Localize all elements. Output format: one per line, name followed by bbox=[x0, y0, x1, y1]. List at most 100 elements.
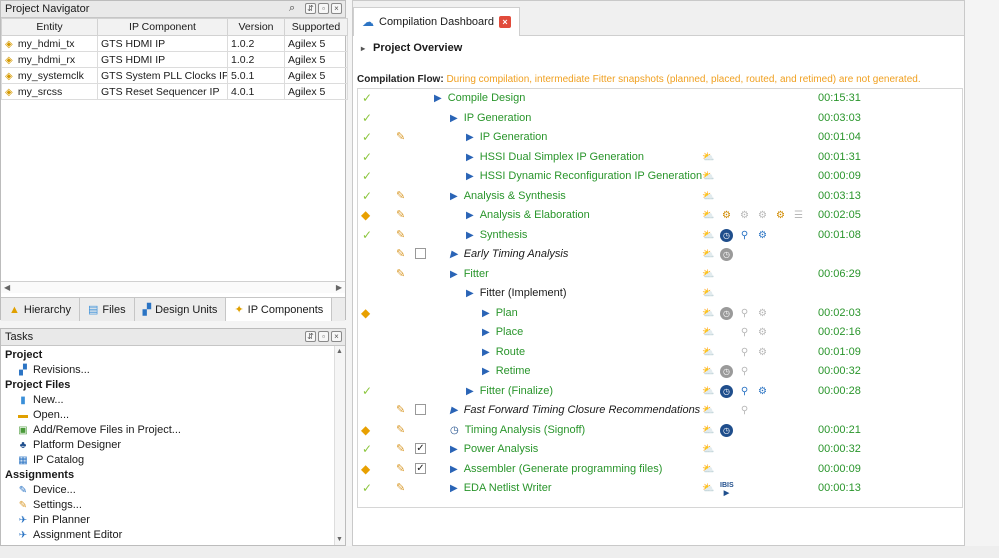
report-icon[interactable]: ⛅ bbox=[702, 327, 715, 338]
flow-row-ip-generation-sub[interactable]: ✓ ✎ ▶IP Generation 00:01:04 bbox=[358, 128, 962, 148]
run-icon[interactable]: ▶ bbox=[482, 327, 490, 338]
technology-map-icon[interactable]: ⚲ bbox=[740, 307, 749, 319]
report-icon[interactable]: ⛅ bbox=[702, 346, 715, 358]
timing-analyzer-icon[interactable]: ◷ bbox=[720, 384, 733, 398]
table-row[interactable]: ◈ my_systemclk GTS System PLL Clocks IP … bbox=[1, 67, 348, 84]
edit-settings-icon[interactable]: ✎ bbox=[396, 423, 406, 436]
report-icon[interactable]: ⛅ bbox=[702, 249, 715, 260]
flow-row-compile-design[interactable]: ✓ ▶Compile Design 00:15:31 bbox=[358, 89, 962, 109]
task-settings[interactable]: ✎Settings... bbox=[5, 498, 329, 513]
state-machine-viewer-icon[interactable]: ⚙ bbox=[758, 210, 767, 221]
flow-row-retime[interactable]: ▶Retime ⛅ ◷ ⚲ 00:00:32 bbox=[358, 362, 962, 382]
scroll-up-icon[interactable]: ▲ bbox=[336, 348, 343, 355]
edit-settings-icon[interactable]: ✎ bbox=[396, 209, 406, 221]
report-icon[interactable]: ⛅ bbox=[702, 483, 715, 494]
entity-cell[interactable]: ◈ my_hdmi_tx bbox=[1, 35, 98, 52]
report-icon[interactable]: ⛅ bbox=[702, 151, 715, 163]
flow-task[interactable]: ▶Early Timing Analysis bbox=[450, 248, 568, 260]
flow-row-synthesis[interactable]: ✓ ✎ ▶Synthesis ⛅ ◷ ⚲ ⚙ 00:01:08 bbox=[358, 226, 962, 246]
report-icon[interactable]: ⛅ bbox=[702, 307, 715, 319]
flow-row-fast-forward[interactable]: ✎ ▶Fast Forward Timing Closure Recommend… bbox=[358, 401, 962, 421]
flow-task[interactable]: ▶Fitter (Implement) bbox=[466, 287, 567, 299]
rtl-viewer-icon[interactable]: ⚙ bbox=[722, 210, 731, 221]
chip-planner-icon[interactable]: ⚙ bbox=[758, 327, 767, 338]
timing-analyzer-icon[interactable]: ◷ bbox=[720, 365, 733, 378]
chip-planner-icon[interactable]: ⚙ bbox=[758, 229, 767, 241]
horizontal-scrollbar[interactable]: ◀ ▶ bbox=[1, 281, 345, 293]
flow-task[interactable]: ▶IP Generation bbox=[466, 131, 547, 143]
run-icon[interactable]: ▶ bbox=[466, 385, 474, 397]
close-tab-icon[interactable]: × bbox=[498, 16, 511, 28]
flow-row-plan[interactable]: ◆ ▶Plan ⛅ ◷ ⚲ ⚙ 00:02:03 bbox=[358, 304, 962, 324]
run-icon[interactable]: ▶ bbox=[482, 366, 490, 377]
report-icon[interactable]: ⛅ bbox=[702, 210, 715, 221]
flow-task[interactable]: ▶Retime bbox=[482, 365, 531, 377]
flow-row-power-analysis[interactable]: ✓ ✎ ✓ ▶Power Analysis ⛅ 00:00:32 bbox=[358, 440, 962, 460]
edit-settings-icon[interactable]: ✎ bbox=[396, 443, 406, 455]
tab-hierarchy[interactable]: ▲Hierarchy bbox=[1, 298, 80, 321]
column-header-supported[interactable]: Supported bbox=[284, 18, 348, 36]
report-icon[interactable]: ⛅ bbox=[702, 444, 715, 455]
run-icon[interactable]: ▶ bbox=[466, 288, 474, 299]
report-icon[interactable]: ⛅ bbox=[702, 268, 715, 280]
search-icon[interactable]: ⌕ bbox=[289, 2, 296, 14]
report-icon[interactable]: ⛅ bbox=[702, 190, 715, 202]
flow-task[interactable]: ▶Route bbox=[482, 346, 525, 358]
run-icon[interactable]: ▶ bbox=[466, 132, 474, 143]
flow-row-analysis-elaboration[interactable]: ◆ ✎ ▶Analysis & Elaboration ⛅ ⚙ ⚙ ⚙ ⚙ ☰ … bbox=[358, 206, 962, 226]
flow-row-ip-generation[interactable]: ✓ ▶IP Generation 00:03:03 bbox=[358, 109, 962, 129]
messages-icon[interactable]: ☰ bbox=[794, 210, 803, 221]
run-icon[interactable]: ▶ bbox=[450, 190, 458, 202]
flow-task[interactable]: ▶Compile Design bbox=[434, 92, 525, 104]
scroll-right-icon[interactable]: ▶ bbox=[335, 283, 342, 292]
flow-task[interactable]: ◷Timing Analysis (Signoff) bbox=[450, 424, 585, 436]
flow-task[interactable]: ▶Fast Forward Timing Closure Recommendat… bbox=[450, 404, 700, 416]
flow-task[interactable]: ▶Analysis & Synthesis bbox=[450, 190, 566, 202]
tab-compilation-dashboard[interactable]: ☁ Compilation Dashboard × bbox=[353, 7, 520, 36]
pin-icon[interactable]: ⇵ bbox=[305, 331, 316, 342]
flow-row-fitter-finalize[interactable]: ✓ ▶Fitter (Finalize) ⛅ ◷ ⚲ ⚙ 00:00:28 bbox=[358, 382, 962, 402]
timing-clock-icon[interactable]: ◷ bbox=[450, 424, 459, 436]
run-icon[interactable]: ▶ bbox=[482, 346, 490, 358]
flow-row-analysis-synthesis[interactable]: ✓ ✎ ▶Analysis & Synthesis ⛅ 00:03:13 bbox=[358, 187, 962, 207]
run-icon[interactable]: ▶ bbox=[450, 483, 458, 494]
report-icon[interactable]: ⛅ bbox=[702, 171, 715, 182]
netlist-viewer-icon[interactable]: ⚙ bbox=[740, 210, 749, 221]
enable-checkbox[interactable] bbox=[415, 404, 426, 415]
technology-map-icon[interactable]: ⚲ bbox=[740, 229, 749, 241]
task-assignment-editor[interactable]: ✈Assignment Editor bbox=[5, 528, 329, 543]
technology-map-icon[interactable]: ⚲ bbox=[740, 327, 749, 338]
close-icon[interactable]: × bbox=[331, 331, 342, 342]
run-icon[interactable]: ▶ bbox=[450, 268, 458, 280]
column-header-entity[interactable]: Entity bbox=[1, 18, 98, 36]
flow-task[interactable]: ▶Analysis & Elaboration bbox=[466, 209, 590, 221]
flow-task[interactable]: ▶Synthesis bbox=[466, 229, 527, 241]
task-add-remove-files[interactable]: ▣Add/Remove Files in Project... bbox=[5, 423, 329, 438]
enable-checkbox[interactable]: ✓ bbox=[415, 462, 426, 474]
timing-analyzer-icon[interactable]: ◷ bbox=[720, 423, 733, 437]
flow-task[interactable]: ▶Assembler (Generate programming files) bbox=[450, 463, 662, 475]
flow-task[interactable]: ▶Place bbox=[482, 326, 523, 338]
technology-map-icon[interactable]: ⚲ bbox=[740, 346, 749, 358]
tab-ip-components[interactable]: ✦IP Components bbox=[226, 298, 333, 321]
report-icon[interactable]: ⛅ bbox=[702, 366, 715, 377]
float-icon[interactable]: ▫ bbox=[318, 3, 329, 14]
flow-row-early-timing-analysis[interactable]: ✎ ▶Early Timing Analysis ⛅ ◷ bbox=[358, 245, 962, 265]
run-icon[interactable]: ▶ bbox=[466, 210, 474, 221]
run-icon[interactable]: ▶ bbox=[450, 444, 458, 455]
chip-planner-icon[interactable]: ⚙ bbox=[758, 307, 767, 319]
report-icon[interactable]: ⛅ bbox=[702, 288, 715, 299]
timing-analyzer-icon[interactable]: ◷ bbox=[720, 248, 733, 261]
edit-settings-icon[interactable]: ✎ bbox=[396, 482, 406, 494]
timing-analyzer-icon[interactable]: ◷ bbox=[720, 228, 733, 242]
close-icon[interactable]: × bbox=[331, 3, 342, 14]
technology-map-icon[interactable]: ⚲ bbox=[740, 405, 749, 416]
report-icon[interactable]: ⛅ bbox=[702, 385, 715, 397]
run-icon[interactable]: ▶ bbox=[450, 463, 458, 475]
task-ip-catalog[interactable]: ▦IP Catalog bbox=[5, 453, 329, 468]
task-platform-designer[interactable]: ♣Platform Designer bbox=[5, 438, 329, 453]
task-open[interactable]: ▬Open... bbox=[5, 408, 329, 423]
chip-planner-icon[interactable]: ⚙ bbox=[758, 385, 767, 397]
column-header-ip-component[interactable]: IP Component bbox=[97, 18, 228, 36]
run-icon[interactable]: ▶ bbox=[466, 229, 474, 241]
